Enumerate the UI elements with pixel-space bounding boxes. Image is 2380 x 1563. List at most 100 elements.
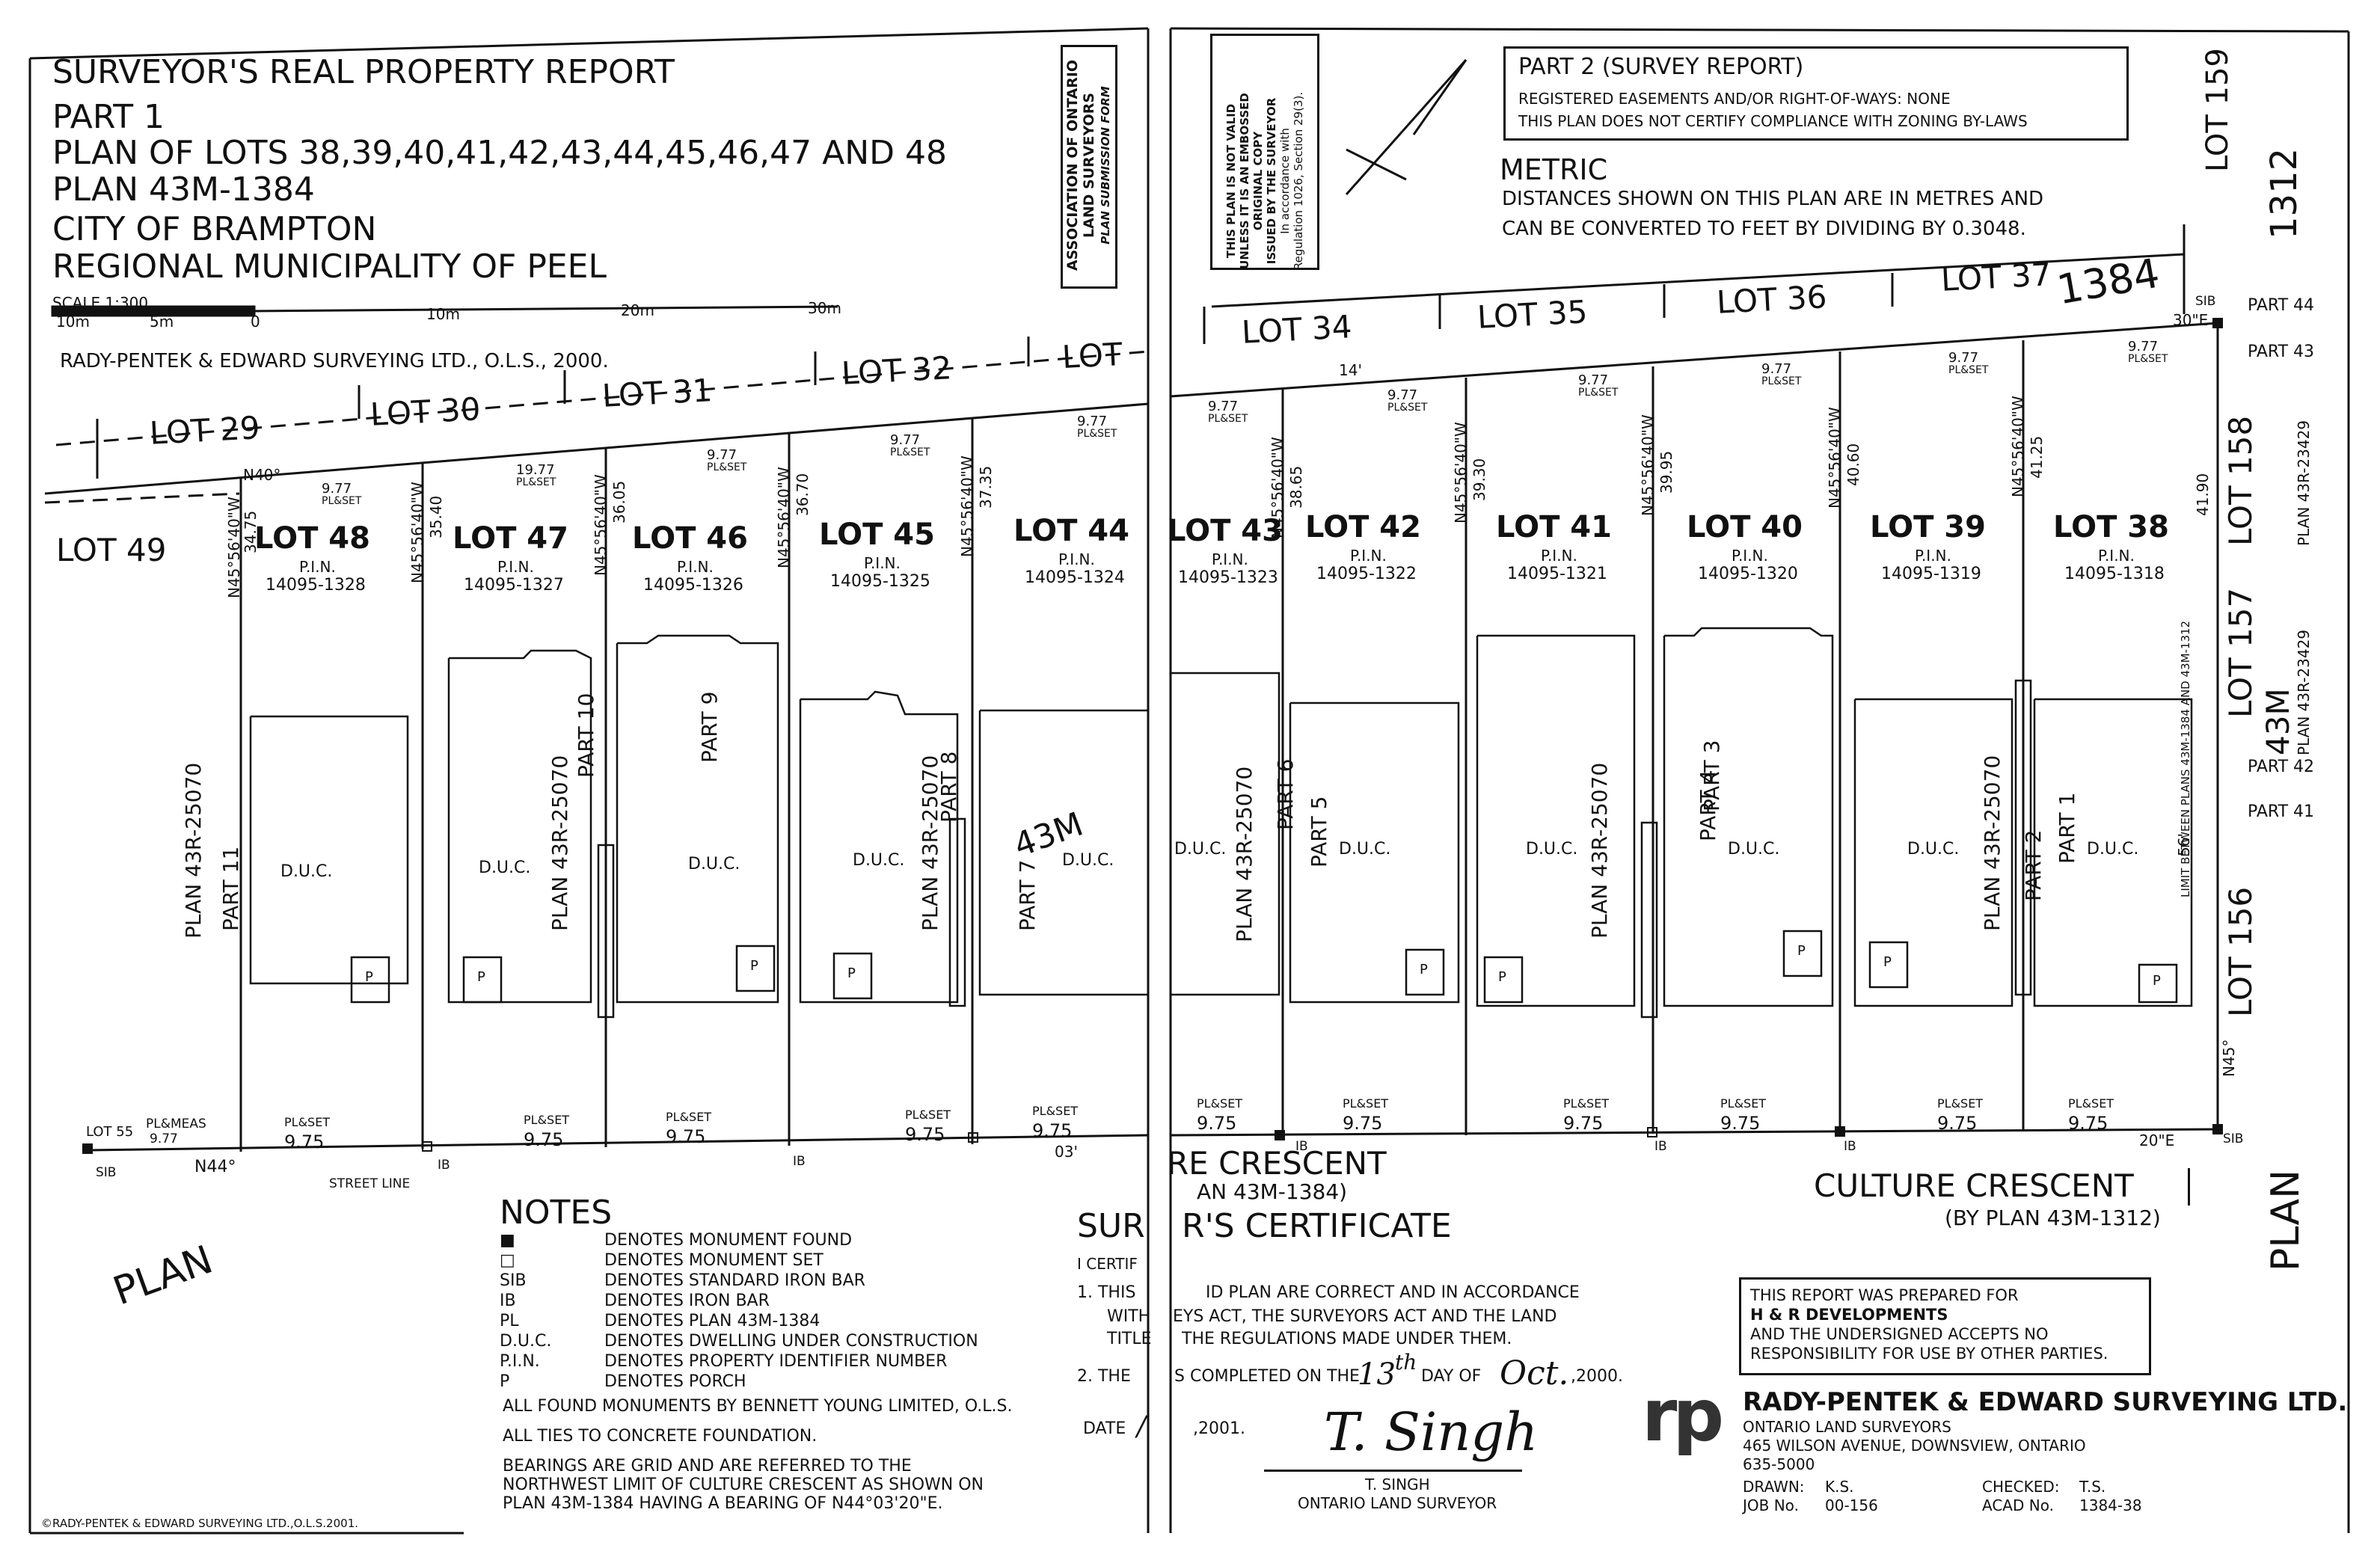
firm-logo: rp	[1642, 1374, 1724, 1458]
plan-43r-25070-label: PLAN 43R-25070	[1980, 755, 2005, 931]
rear-lot-33: LOT	[1061, 335, 1123, 376]
acad-value: 1384-38	[2079, 1496, 2142, 1514]
report-region: REGIONAL MUNICIPALITY OF PEEL	[52, 248, 607, 286]
rear-pl-set: PL&SET	[1387, 402, 1428, 414]
lot-line-bearing: N45°56'40"W	[592, 474, 610, 576]
rear-pl-set: PL&SET	[890, 446, 930, 458]
surveyor-title: ONTARIO LAND SURVEYOR	[1298, 1494, 1497, 1512]
sib-top-right: SIB	[2195, 294, 2216, 309]
report-title: SURVEYOR'S REAL PROPERTY REPORT	[52, 53, 675, 91]
rear-pl-set: PL&SET	[1948, 364, 1989, 376]
lot-46-label: LOT 46	[632, 521, 748, 556]
certificate-day-of: DAY OF	[1421, 1367, 1482, 1386]
copyright-line: ©RADY-PENTEK & EDWARD SURVEYING LTD.,O.L…	[41, 1517, 358, 1530]
notes-legend-row: P.I.N.DENOTES PROPERTY IDENTIFIER NUMBER	[500, 1354, 947, 1370]
plan-43r-23429-lower: PLAN 43R-23429	[2295, 629, 2313, 755]
porch-label: P	[1420, 962, 1428, 977]
rear-pl-set: PL&SET	[322, 495, 362, 507]
duc-label: D.U.C.	[280, 862, 333, 881]
bearing-n40: N40°	[243, 466, 281, 484]
plan-43r-25070-label: PLAN 43R-25070	[181, 762, 206, 939]
rear-width-dimension: 9.77	[322, 481, 352, 497]
lot-depth-dimension: 37.35	[977, 465, 995, 509]
rear-width-dimension: 9.77	[1387, 387, 1418, 403]
lot-depth-dimension: 36.05	[610, 480, 628, 523]
duc-label: D.U.C.	[688, 855, 740, 873]
plan-43r-23429-upper: PLAN 43R-23429	[2295, 420, 2313, 546]
rear-pl-set: PL&SET	[1761, 375, 1802, 387]
metric-line1: DISTANCES SHOWN ON THIS PLAN ARE IN METR…	[1502, 188, 2044, 210]
prepared-for-line1: THIS REPORT WAS PREPARED FOR	[1750, 1286, 2019, 1304]
lot-depth-dimension: 34.75	[242, 510, 260, 553]
porch-label: P	[1797, 943, 1806, 959]
lot-159-label: LOT 159	[2200, 48, 2235, 172]
part2-heading: PART 2 (SURVEY REPORT)	[1518, 54, 1804, 80]
lot-47-pin-label: P.I.N.	[497, 558, 534, 576]
frontage-dimension: 9.75	[1937, 1113, 1978, 1134]
bearing-03: 03'	[1055, 1143, 1078, 1161]
lot-46-pin: 14095-1326	[643, 576, 743, 595]
notes-para3-line1: BEARINGS ARE GRID AND ARE REFERRED TO TH…	[503, 1457, 912, 1476]
rear-pl-set: PL&SET	[1578, 387, 1619, 399]
ib-3: IB	[1295, 1139, 1308, 1154]
notes-legend-symbol: SIB	[500, 1271, 527, 1290]
duc-label: D.U.C.	[1174, 840, 1227, 859]
lot-depth-dimension: 40.60	[1844, 443, 1862, 486]
lot-line-bearing: N45°56'40"W	[958, 455, 976, 557]
scale-tick-10m-left: 10m	[56, 313, 90, 331]
frontage-dimension: 9.75	[1343, 1113, 1383, 1134]
ib-5: IB	[1844, 1139, 1856, 1154]
duc-label: D.U.C.	[1907, 840, 1960, 859]
notes-legend-text: DENOTES MONUMENT FOUND	[604, 1231, 853, 1250]
lot-44-label: LOT 44	[1013, 514, 1129, 548]
notes-legend-symbol: P.I.N.	[500, 1352, 540, 1371]
plan-handwritten-right: PLAN	[2263, 1170, 2308, 1271]
frontage-pl-set: PL&SET	[284, 1115, 331, 1129]
lot-line-bearing: N45°56'40"W	[1269, 437, 1286, 538]
frontage-dimension: 9.75	[1563, 1113, 1604, 1134]
lot-40-label: LOT 40	[1687, 510, 1803, 544]
metric-heading: METRIC	[1500, 153, 1608, 186]
certificate-l2a: WITH	[1107, 1307, 1151, 1326]
firm-sub: ONTARIO LAND SURVEYORS	[1743, 1418, 1951, 1436]
part-label: PART 9	[697, 691, 722, 763]
street-name-right-box	[1806, 1168, 2190, 1206]
street-line-label: STREET LINE	[329, 1176, 411, 1191]
part-43-label: PART 43	[2248, 343, 2315, 361]
certificate-heading-a: SUR	[1077, 1207, 1145, 1245]
firm-credit-line: RADY-PENTEK & EDWARD SURVEYING LTD., O.L…	[60, 350, 609, 372]
report-plan-lots: PLAN OF LOTS 38,39,40,41,42,43,44,45,46,…	[52, 134, 947, 172]
lot-45-pin-label: P.I.N.	[864, 554, 901, 572]
part-label: PART 7	[1015, 859, 1040, 931]
duc-label: D.U.C.	[1526, 840, 1578, 859]
certificate-heading-b: R'S CERTIFICATE	[1182, 1207, 1452, 1245]
duc-label: D.U.C.	[853, 851, 905, 870]
report-city: CITY OF BRAMPTON	[52, 210, 377, 248]
lot-42-label: LOT 42	[1305, 510, 1421, 544]
sib-right: SIB	[2223, 1131, 2244, 1146]
duc-label: D.U.C.	[2087, 840, 2139, 859]
lot-38-label: LOT 38	[2053, 510, 2169, 544]
rear-width-dimension: 9.77	[1761, 361, 1792, 377]
part-44-label: PART 44	[2248, 296, 2315, 315]
frontage-pl-set: PL&SET	[1563, 1096, 1610, 1111]
drawn-label: DRAWN:	[1743, 1478, 1805, 1496]
lot-depth-dimension: 36.70	[794, 473, 812, 516]
porch-label: P	[365, 969, 373, 985]
part-label: PART 10	[574, 693, 598, 778]
ib-2: IB	[793, 1154, 806, 1169]
frontage-pl-set: PL&SET	[1720, 1096, 1767, 1111]
frontage-pl-set: PL&SET	[1343, 1096, 1389, 1111]
prepared-for-client: H & R DEVELOPMENTS	[1750, 1306, 1948, 1324]
ib-1: IB	[438, 1158, 450, 1173]
part-label: PART 6	[1273, 758, 1298, 830]
rear-width-dimension: 9.77	[1578, 372, 1609, 388]
notes-para2: ALL TIES TO CONCRETE FOUNDATION.	[503, 1427, 818, 1446]
lot-line-bearing: N45°56'40"W	[225, 497, 243, 598]
notes-legend-text: DENOTES IRON BAR	[604, 1292, 770, 1310]
certificate-year: ,2000.	[1571, 1367, 1623, 1386]
lot-39-label: LOT 39	[1870, 510, 1986, 544]
part-label: PART 5	[1307, 796, 1331, 868]
